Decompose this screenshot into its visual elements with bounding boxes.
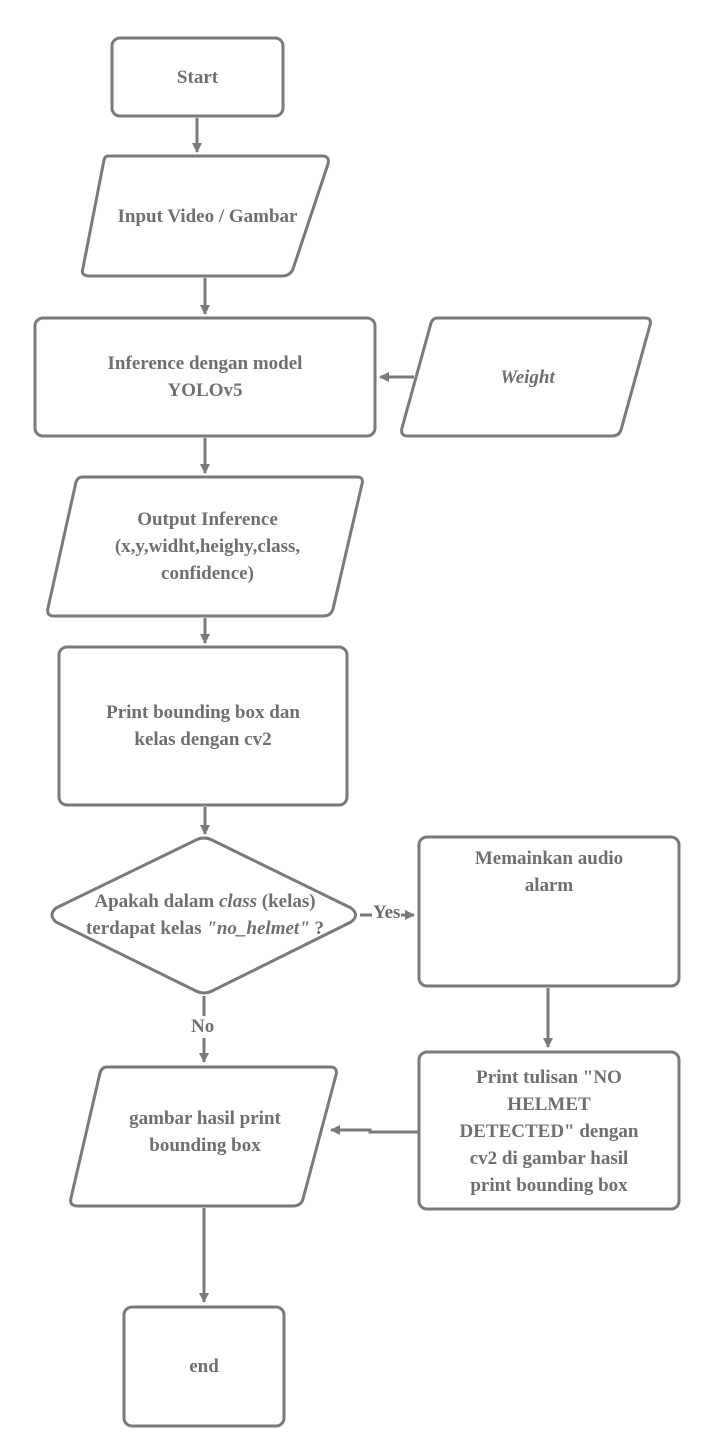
input-node-label: Input Video / Gambar	[117, 205, 298, 227]
decision-text-part3: (kelas) terdapat kelas	[85, 891, 316, 939]
result-node-label: gambar hasil print bounding box	[129, 1108, 281, 1156]
decision-text-class: class	[219, 891, 257, 912]
end-node-shape	[122, 1305, 286, 1428]
print-text-node-shape	[417, 1050, 681, 1211]
output-node-shape	[46, 475, 364, 618]
decision-text-part5: ?	[309, 918, 325, 939]
edge-label-yes: Yes	[372, 902, 402, 924]
start-node-shape	[110, 36, 285, 118]
alarm-node-label: Memainkan audio alarm	[474, 848, 624, 896]
decision-text-part1: Apakah dalam	[94, 891, 219, 912]
print-bbox-node-label: Print bounding box dan kelas dengan cv2	[106, 702, 300, 750]
inference-node-shape	[33, 316, 377, 438]
weight-node-label: Weight	[410, 318, 645, 436]
weight-node-shape	[400, 316, 652, 438]
alarm-node-shape	[417, 835, 681, 988]
end-node-label: end	[189, 1356, 219, 1377]
decision-text-no-helmet: "no_helmet"	[206, 918, 310, 939]
print-text-node-label: Print tulisan "NO HELMET DETECTED" denga…	[459, 1066, 639, 1196]
decision-node-label: Apakah dalam class (kelas) terdapat kela…	[50, 880, 360, 950]
decision-text: Apakah dalam class (kelas) terdapat kela…	[86, 888, 324, 942]
input-node-shape	[80, 154, 330, 278]
result-node-shape	[69, 1065, 338, 1208]
output-node-label: Output Inference (x,y,widht,heighy,class…	[114, 509, 301, 584]
arrow-print-text-to-result	[330, 1125, 418, 1135]
weight-node-text: Weight	[500, 366, 555, 388]
edge-label-no: No	[190, 1016, 216, 1038]
start-node-label: Start	[176, 66, 219, 88]
print-bbox-node-shape	[57, 645, 349, 807]
inference-node-label: Inference dengan model YOLOv5	[107, 353, 303, 401]
decision-node-shape	[50, 836, 357, 995]
